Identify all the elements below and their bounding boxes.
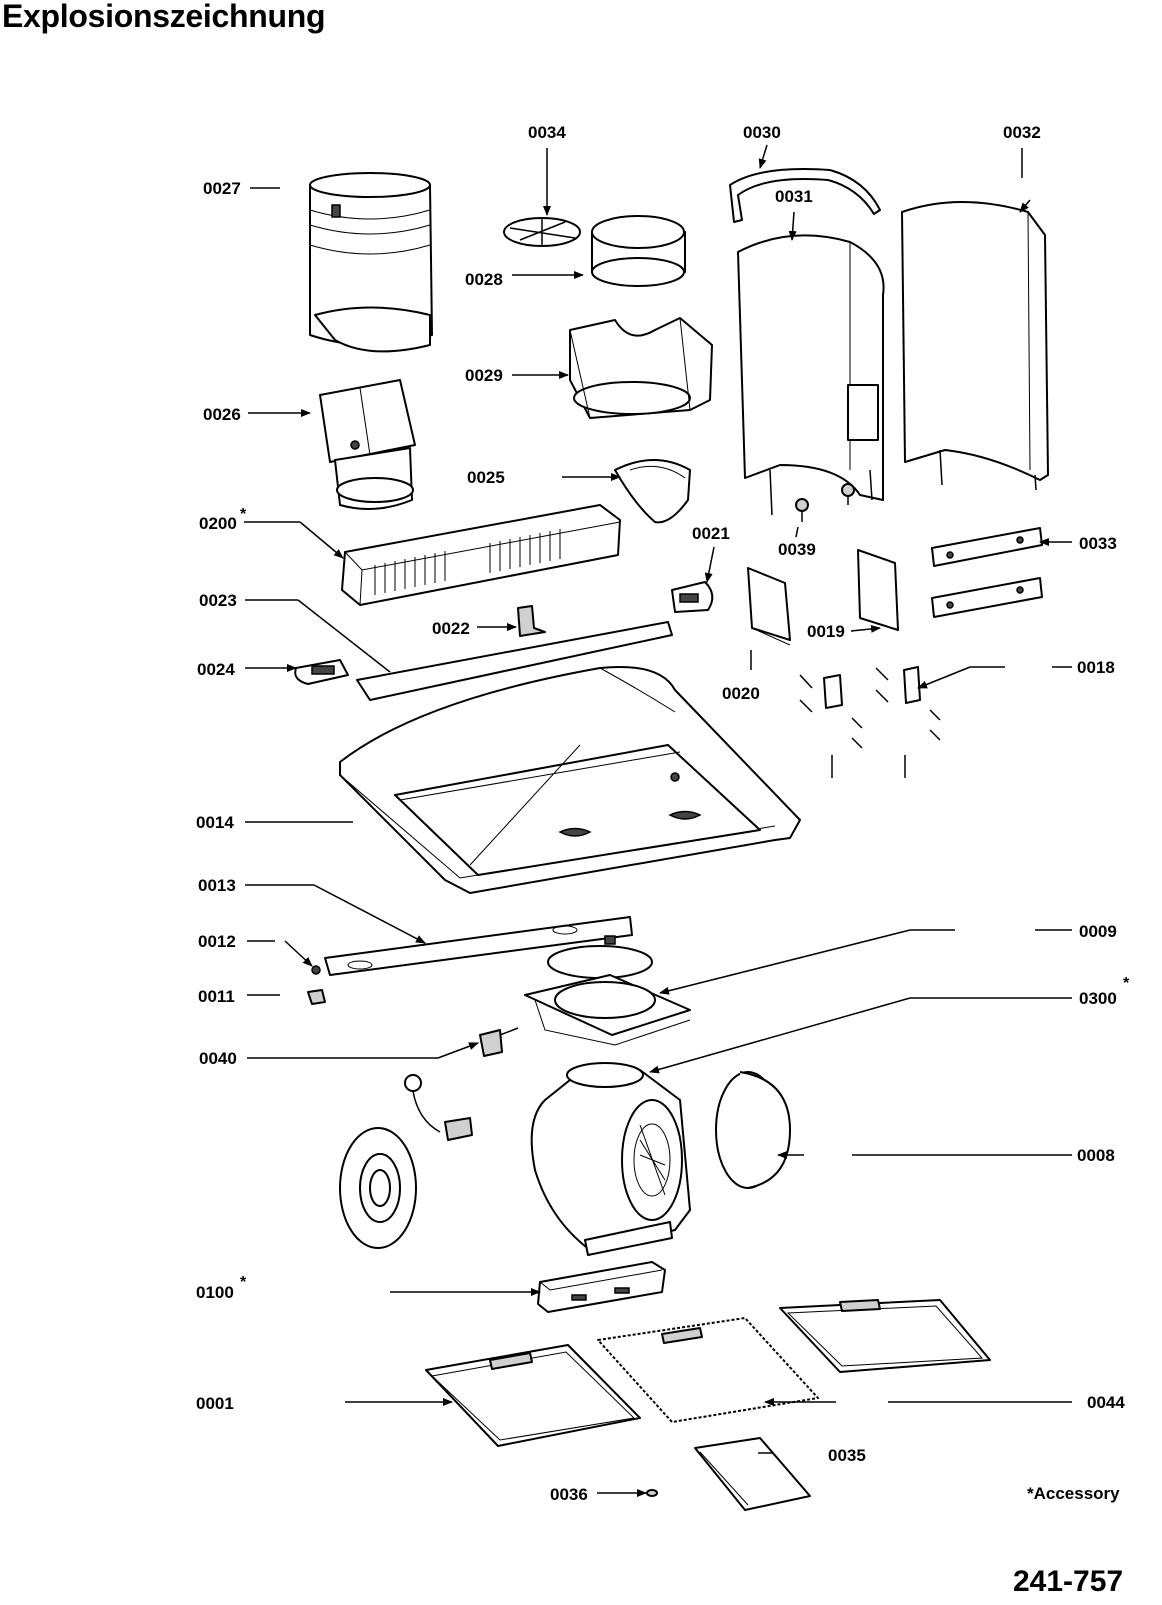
part-0025-shell bbox=[614, 459, 691, 524]
label-0026: 0026 bbox=[203, 405, 241, 424]
label-0035: 0035 bbox=[828, 1446, 866, 1465]
label-0030: 0030 bbox=[743, 123, 781, 142]
label-0025: 0025 bbox=[467, 468, 505, 487]
part-0008-disc bbox=[715, 1071, 791, 1189]
document-number: 241-757 bbox=[1013, 1565, 1124, 1598]
part-0022-clip bbox=[517, 605, 546, 637]
part-0019-panel bbox=[857, 549, 899, 631]
label-0028: 0028 bbox=[465, 270, 503, 289]
part-0030-bracket bbox=[729, 168, 881, 223]
label-0044: 0044 bbox=[1087, 1393, 1125, 1412]
label-0008: 0008 bbox=[1077, 1146, 1115, 1165]
part-0034-flap bbox=[503, 217, 581, 247]
part-0011-clip bbox=[307, 989, 326, 1005]
part-blower-motor bbox=[530, 1062, 691, 1256]
label-0039: 0039 bbox=[778, 540, 816, 559]
part-0044-panel bbox=[597, 1317, 819, 1423]
label-0012: 0012 bbox=[198, 932, 236, 951]
part-0035-tray bbox=[694, 1437, 811, 1511]
part-0028-collar bbox=[591, 215, 686, 287]
part-0040-connector bbox=[479, 1027, 519, 1057]
accessory-marker-0300: * bbox=[1123, 975, 1130, 992]
part-0200-housing bbox=[341, 504, 621, 606]
label-0009: 0009 bbox=[1079, 922, 1117, 941]
label-0022: 0022 bbox=[432, 619, 470, 638]
leader-lines bbox=[244, 144, 1072, 1497]
label-0031: 0031 bbox=[775, 187, 813, 206]
label-0019: 0019 bbox=[807, 622, 845, 641]
part-0029-transition bbox=[569, 317, 713, 419]
part-0001-filter bbox=[425, 1344, 641, 1447]
part-0018-brackets bbox=[799, 666, 941, 778]
accessory-note: *Accessory bbox=[1027, 1484, 1120, 1503]
part-0026-duct-adapter bbox=[319, 379, 416, 510]
part-0032-chimney-back bbox=[901, 201, 1049, 491]
part-0021-end-cap bbox=[671, 581, 714, 613]
label-0200: 0200 bbox=[199, 514, 237, 533]
part-cable bbox=[404, 1074, 473, 1141]
part-0300-frame bbox=[524, 945, 691, 1046]
label-0027: 0027 bbox=[203, 179, 241, 198]
part-0031-chimney-front bbox=[737, 234, 885, 516]
part-0024-end-cap bbox=[294, 659, 349, 685]
part-0036-screw bbox=[646, 1489, 658, 1497]
label-0100: 0100 bbox=[196, 1283, 234, 1302]
part-0014-canopy bbox=[339, 665, 801, 894]
label-0034: 0034 bbox=[528, 123, 566, 142]
label-0024: 0024 bbox=[197, 660, 235, 679]
label-0033: 0033 bbox=[1079, 534, 1117, 553]
part-0020-panel bbox=[747, 567, 791, 646]
accessory-marker-0200: * bbox=[240, 506, 247, 523]
part-0039-screws bbox=[795, 483, 855, 522]
part-0013-trim bbox=[324, 916, 633, 976]
label-0036: 0036 bbox=[550, 1485, 588, 1504]
label-0021: 0021 bbox=[692, 524, 730, 543]
part-0023-strip bbox=[356, 621, 673, 701]
label-0014: 0014 bbox=[196, 813, 234, 832]
accessory-marker-0100: * bbox=[240, 1274, 247, 1291]
part-0100-module bbox=[537, 1261, 666, 1313]
label-0032: 0032 bbox=[1003, 123, 1041, 142]
label-0023: 0023 bbox=[199, 591, 237, 610]
part-0012-screw bbox=[311, 965, 321, 975]
label-0018: 0018 bbox=[1077, 658, 1115, 677]
part-0033-rails bbox=[931, 527, 1043, 618]
part-0027-sleeve bbox=[309, 172, 433, 353]
label-0300: 0300 bbox=[1079, 989, 1117, 1008]
part-motor-ring bbox=[339, 1127, 417, 1249]
label-0040: 0040 bbox=[199, 1049, 237, 1068]
label-0020: 0020 bbox=[722, 684, 760, 703]
label-0013: 0013 bbox=[198, 876, 236, 895]
label-0011: 0011 bbox=[198, 987, 235, 1006]
label-0029: 0029 bbox=[465, 366, 503, 385]
part-filter-right bbox=[779, 1299, 991, 1373]
page-title: Explosionszeichnung bbox=[2, 0, 326, 34]
label-0001: 0001 bbox=[196, 1394, 234, 1413]
